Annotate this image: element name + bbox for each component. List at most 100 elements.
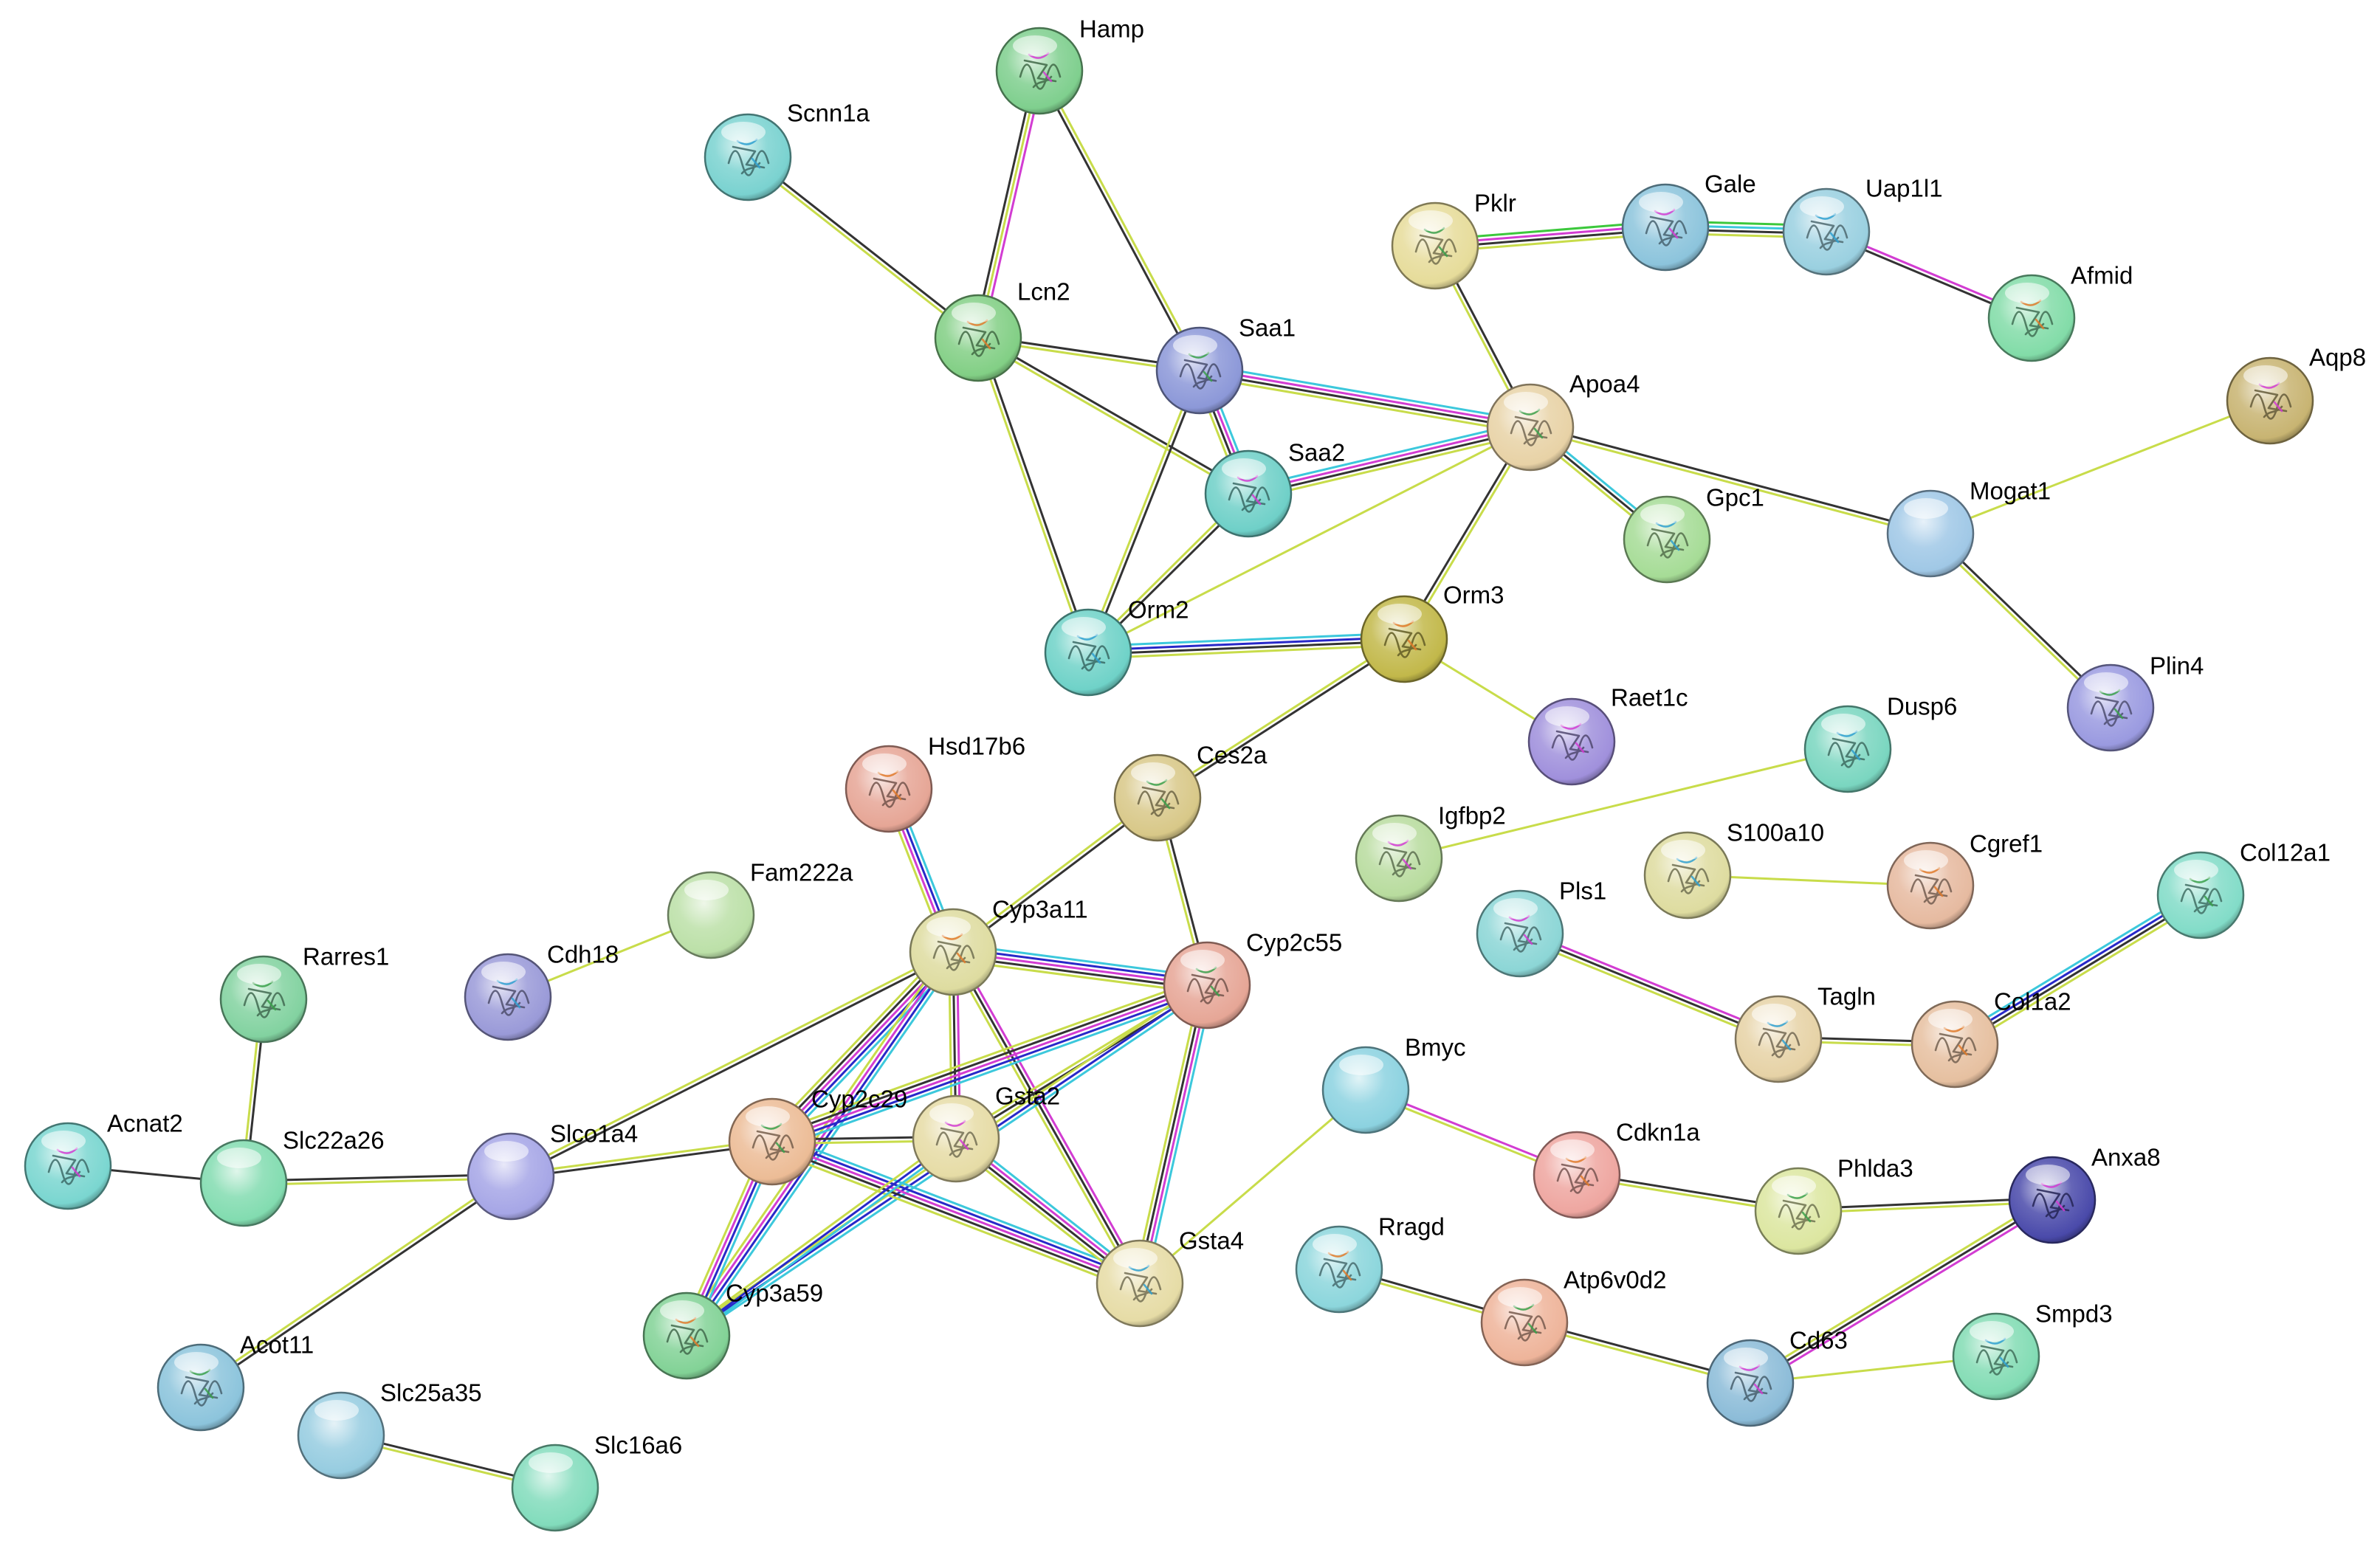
node-hsd17b6[interactable]: Hsd17b6 (845, 733, 1025, 833)
node-tagln[interactable]: Tagln (1734, 983, 1876, 1083)
node-cyp2c55[interactable]: Cyp2c55 (1163, 929, 1342, 1030)
node-anxa8[interactable]: Anxa8 (2008, 1144, 2161, 1244)
edge-strand-coexpression (1530, 424, 1932, 533)
edge-saa1-apoa4 (1198, 363, 1532, 435)
edge-strand-databases (1144, 986, 1214, 1286)
node-gpc1[interactable]: Gpc1 (1623, 484, 1764, 584)
node-ces2a[interactable]: Ces2a (1113, 742, 1268, 842)
node-saa2[interactable]: Saa2 (1204, 439, 1345, 538)
node-s100a10[interactable]: S100a10 (1643, 819, 1824, 920)
edge-strand-textmining (1518, 936, 1778, 1044)
edge-strand-cooccurrence (686, 1137, 957, 1337)
node-pklr[interactable]: Pklr (1391, 190, 1516, 290)
node-plin4[interactable]: Plin4 (2066, 652, 2204, 752)
node-label: Col1a2 (1994, 988, 2071, 1015)
node-rarres1[interactable]: Rarres1 (219, 943, 389, 1044)
node-cdkn1a[interactable]: Cdkn1a (1533, 1119, 1700, 1219)
bubble-highlight (1222, 458, 1266, 479)
node-bmyc[interactable]: Bmyc (1321, 1034, 1466, 1134)
node-label: Uap1l1 (1865, 175, 1943, 202)
node-label: Cdh18 (547, 941, 619, 968)
bubble-highlight (1339, 1055, 1383, 1075)
edge-lcn2-saa2 (976, 335, 1251, 497)
node-afmid[interactable]: Afmid (1987, 262, 2133, 362)
node-label: Slc25a35 (380, 1379, 482, 1407)
node-acot11[interactable]: Acot11 (157, 1331, 314, 1432)
bubble-highlight (2084, 672, 2128, 693)
node-igfbp2[interactable]: Igfbp2 (1355, 802, 1506, 903)
node-label: Cdkn1a (1616, 1119, 1700, 1146)
bubble-highlight (721, 122, 766, 142)
node-gale[interactable]: Gale (1621, 170, 1756, 272)
edge-strand-experiments (1521, 928, 1781, 1037)
node-gsta4[interactable]: Gsta4 (1096, 1227, 1244, 1328)
edge-strand-coexpression (770, 980, 1206, 1139)
bubble-highlight (1180, 950, 1225, 970)
node-slco1a4[interactable]: Slco1a4 (467, 1120, 638, 1221)
edge-strand-textmining (1957, 899, 2205, 1051)
edge-anxa8-cd63 (1747, 1196, 2055, 1387)
node-label: Cyp2c55 (1246, 929, 1342, 956)
bubble-highlight (1970, 1321, 2014, 1342)
edge-igfbp2-dusp6 (1398, 748, 1848, 860)
node-slc16a6[interactable]: Slc16a6 (511, 1432, 682, 1532)
node-acnat2[interactable]: Acnat2 (24, 1110, 183, 1210)
edge-strand-cooccurrence (773, 1137, 1142, 1281)
node-cd63[interactable]: Cd63 (1706, 1327, 1848, 1427)
node-label: Gale (1705, 170, 1756, 198)
node-orm3[interactable]: Orm3 (1360, 582, 1504, 683)
node-hamp[interactable]: Hamp (995, 15, 1144, 115)
bubble-highlight (484, 1141, 529, 1162)
node-cyp3a59[interactable]: Cyp3a59 (642, 1280, 823, 1380)
node-gsta2[interactable]: Gsta2 (912, 1083, 1060, 1183)
bubble-highlight (660, 1300, 704, 1321)
edge-strand-coexpression (1519, 932, 1779, 1041)
node-dusp6[interactable]: Dusp6 (1803, 693, 1957, 793)
edge-strand-coexpression (978, 335, 1251, 493)
node-rragd[interactable]: Rragd (1295, 1213, 1445, 1314)
node-label: Ces2a (1197, 742, 1268, 769)
node-mogat1[interactable]: Mogat1 (1886, 477, 2051, 578)
node-col1a2[interactable]: Col1a2 (1910, 988, 2071, 1089)
node-uap1l1[interactable]: Uap1l1 (1782, 175, 1943, 276)
node-scnn1a[interactable]: Scnn1a (704, 100, 870, 201)
edge-strand-textmining (683, 1134, 955, 1334)
edge-slc22a26-slco1a4 (243, 1173, 512, 1187)
node-slc22a26[interactable]: Slc22a26 (199, 1127, 385, 1227)
bubble-highlight (237, 964, 281, 984)
edge-strand-textmining (765, 945, 949, 1137)
bubble-highlight (1545, 706, 1589, 727)
node-cyp3a11[interactable]: Cyp3a11 (909, 896, 1088, 996)
edge-cyp2c29-gsta4 (768, 1133, 1143, 1292)
edge-strand-textmining (976, 339, 1248, 497)
bubble-highlight (41, 1131, 86, 1151)
node-pls1[interactable]: Pls1 (1476, 877, 1606, 978)
bubble-highlight (684, 880, 729, 900)
node-lcn2[interactable]: Lcn2 (934, 278, 1070, 382)
node-col12a1[interactable]: Col12a1 (2156, 839, 2331, 939)
node-apoa4[interactable]: Apoa4 (1486, 370, 1640, 472)
node-slc25a35[interactable]: Slc25a35 (297, 1379, 482, 1480)
node-cyp2c29[interactable]: Cyp2c29 (728, 1086, 907, 1186)
node-raet1c[interactable]: Raet1c (1527, 684, 1688, 786)
node-fam222a[interactable]: Fam222a (667, 859, 853, 959)
node-smpd3[interactable]: Smpd3 (1952, 1300, 2113, 1401)
node-atp6v0d2[interactable]: Atp6v0d2 (1480, 1266, 1666, 1367)
node-label: Anxa8 (2091, 1144, 2161, 1171)
edge-orm2-apoa4 (1087, 426, 1531, 654)
edge-lcn2-orm2 (974, 337, 1092, 654)
bubble-highlight (929, 1103, 974, 1124)
node-orm2[interactable]: Orm2 (1044, 596, 1189, 697)
edge-strand-databases (1200, 363, 1532, 423)
edge-strand-databases (1246, 420, 1530, 489)
bubble-highlight (1062, 617, 1106, 638)
node-saa1[interactable]: Saa1 (1155, 314, 1296, 415)
node-aqp8[interactable]: Aqp8 (2226, 344, 2366, 445)
node-cgref1[interactable]: Cgref1 (1886, 830, 2043, 930)
node-label: Fam222a (750, 859, 853, 886)
edge-strand-textmining (1139, 1089, 1366, 1285)
node-cdh18[interactable]: Cdh18 (464, 941, 619, 1041)
bubble-highlight (1504, 392, 1548, 413)
edge-strand-experiments (955, 949, 1145, 1283)
node-phlda3[interactable]: Phlda3 (1754, 1155, 1913, 1255)
